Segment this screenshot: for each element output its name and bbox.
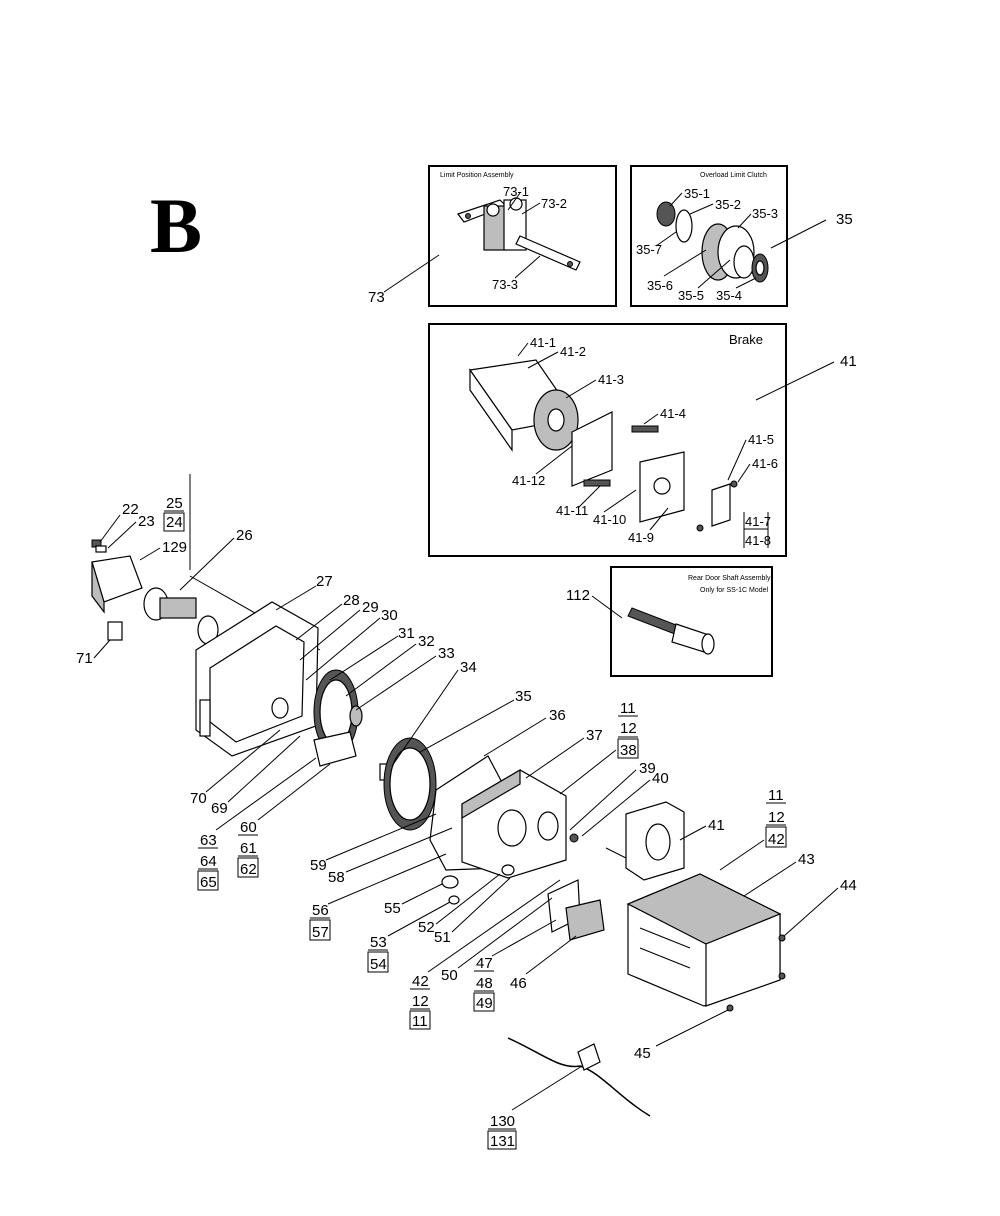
label-41-1: 41-1 — [530, 335, 556, 350]
callout-55: 55 — [384, 900, 401, 917]
callout-71: 71 — [76, 650, 93, 667]
callout-60: 60 — [240, 819, 257, 836]
callout-51: 51 — [434, 929, 451, 946]
callout-12c: 12 — [412, 993, 429, 1010]
callout-131: 131 — [490, 1133, 515, 1150]
label-41-5: 41-5 — [748, 432, 774, 447]
callout-64: 64 — [200, 853, 217, 870]
callout-37: 37 — [586, 727, 603, 744]
callout-31: 31 — [398, 625, 415, 642]
callout-27: 27 — [316, 573, 333, 590]
callout-28: 28 — [343, 592, 360, 609]
callout-30: 30 — [381, 607, 398, 624]
callout-33: 33 — [438, 645, 455, 662]
callout-44: 44 — [840, 877, 857, 894]
label-35-3: 35-3 — [752, 206, 778, 221]
callout-26: 26 — [236, 527, 253, 544]
inset-rear-door-shaft: Rear Door Shaft Assembly Only for SS-1C … — [610, 566, 773, 677]
label-41-9: 41-9 — [628, 530, 654, 545]
inset-limit-position-assembly: Limit Position Assembly 73-1 73-2 73-3 — [428, 165, 617, 307]
callout-48: 48 — [476, 975, 493, 992]
main-assembly-drawing — [91, 474, 786, 1117]
callout-112: 112 — [566, 587, 590, 604]
label-41-12: 41-12 — [512, 473, 545, 488]
callout-12b: 12 — [768, 809, 785, 826]
callout-58: 58 — [328, 869, 345, 886]
label-35-6: 35-6 — [647, 278, 673, 293]
callout-22: 22 — [122, 501, 139, 518]
callout-63: 63 — [200, 832, 217, 849]
callout-39: 39 — [639, 760, 656, 777]
callout-45: 45 — [634, 1045, 651, 1062]
inset-title-clutch: Overload Limit Clutch — [700, 172, 767, 179]
callout-40: 40 — [652, 770, 669, 787]
callout-34: 34 — [460, 659, 477, 676]
callout-53: 53 — [370, 934, 387, 951]
callout-11a: 11 — [620, 700, 636, 717]
label-35-4: 35-4 — [716, 288, 742, 303]
callout-42a: 42 — [768, 831, 785, 848]
callout-35: 35 — [515, 688, 532, 705]
callout-130: 130 — [490, 1113, 515, 1130]
callout-23: 23 — [138, 513, 155, 530]
callout-69: 69 — [211, 800, 228, 817]
callout-32: 32 — [418, 633, 435, 650]
label-41-8: 41-8 — [745, 533, 771, 548]
callout-70: 70 — [190, 790, 207, 807]
callout-62: 62 — [240, 861, 257, 878]
callout-52: 52 — [418, 919, 435, 936]
label-41-6: 41-6 — [752, 456, 778, 471]
callout-11c: 11 — [412, 1013, 428, 1030]
callout-36: 36 — [549, 707, 566, 724]
section-letter: B — [150, 182, 202, 269]
main-callouts: 22 23 25 24 129 26 71 27 28 29 30 31 32 … — [76, 495, 857, 1150]
label-41-2: 41-2 — [560, 344, 586, 359]
label-35-2: 35-2 — [715, 197, 741, 212]
inset-title-limit: Limit Position Assembly — [440, 172, 514, 179]
callout-24: 24 — [166, 514, 183, 531]
callout-35-inset: 35 — [836, 211, 853, 228]
label-41-3: 41-3 — [598, 372, 624, 387]
callout-42b: 42 — [412, 973, 429, 990]
callout-54: 54 — [370, 956, 387, 973]
callout-50: 50 — [441, 967, 458, 984]
callout-46: 46 — [510, 975, 527, 992]
callout-38: 38 — [620, 742, 637, 759]
label-41-10: 41-10 — [593, 512, 626, 527]
callout-41: 41 — [708, 817, 725, 834]
label-73-3: 73-3 — [492, 277, 518, 292]
label-73-1: 73-1 — [503, 184, 529, 199]
label-41-7: 41-7 — [745, 514, 771, 529]
callout-11b: 11 — [768, 787, 784, 804]
callout-29: 29 — [362, 599, 379, 616]
inset-subtitle-shaft: Only for SS-1C Model — [700, 587, 769, 594]
inset-overload-limit-clutch: Overload Limit Clutch 35-1 35-2 35-3 35-… — [630, 165, 788, 307]
callout-43: 43 — [798, 851, 815, 868]
callout-73: 73 — [368, 289, 385, 306]
callout-129: 129 — [162, 539, 187, 556]
inset-title-shaft: Rear Door Shaft Assembly — [688, 575, 771, 582]
inset-title-brake: Brake — [729, 332, 763, 347]
callout-61: 61 — [240, 840, 257, 857]
label-35-5: 35-5 — [678, 288, 704, 303]
label-35-1: 35-1 — [684, 186, 710, 201]
callout-65: 65 — [200, 874, 217, 891]
label-41-4: 41-4 — [660, 406, 686, 421]
callout-49: 49 — [476, 995, 493, 1012]
callout-41-inset: 41 — [840, 353, 857, 370]
label-35-7: 35-7 — [636, 242, 662, 257]
callout-59: 59 — [310, 857, 327, 874]
callout-56: 56 — [312, 902, 329, 919]
inset-brake: Brake 41-1 41-2 41-3 41-4 41-5 41-6 41-1… — [428, 323, 787, 557]
label-41-11: 41-11 — [556, 503, 588, 518]
callout-25: 25 — [166, 495, 183, 512]
callout-12a: 12 — [620, 720, 637, 737]
label-73-2: 73-2 — [541, 196, 567, 211]
callout-47: 47 — [476, 955, 493, 972]
callout-57: 57 — [312, 924, 329, 941]
